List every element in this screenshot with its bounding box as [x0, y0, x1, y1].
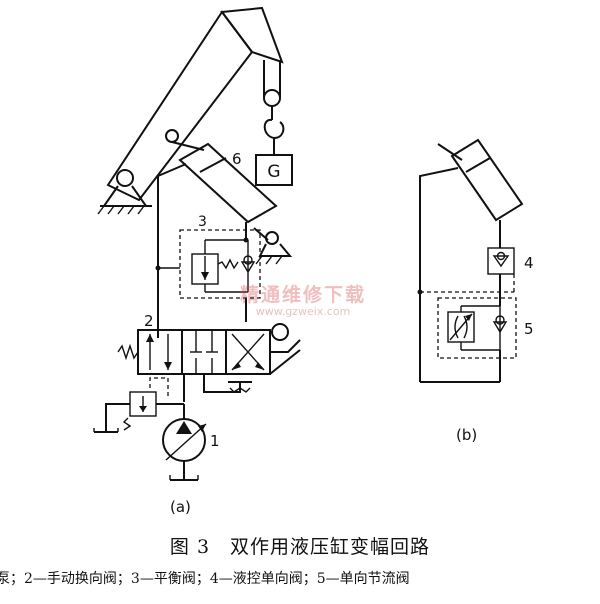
- balance-valve-3: 3: [155, 214, 261, 322]
- watermark-name: 精通维修下载: [239, 284, 366, 306]
- boom-mid-pin: [165, 129, 179, 143]
- label-3: 3: [198, 214, 207, 230]
- label-4: 4: [524, 254, 534, 272]
- luffing-cylinder-6: 6: [171, 141, 293, 265]
- sub-label-b: (b): [456, 426, 477, 444]
- pilot-check-valve-4: 4: [417, 247, 534, 295]
- manual-directional-valve-2: 2: [117, 312, 301, 375]
- watermark: 精通维修下载 www.gzweix.com: [228, 280, 378, 318]
- cylinder-pipes: [157, 163, 247, 338]
- label-1: 1: [210, 432, 220, 450]
- load-weight: [255, 154, 293, 186]
- cylinder-base-pin: [265, 231, 279, 245]
- load-label: G: [267, 162, 280, 182]
- label-2: 2: [144, 312, 154, 330]
- boom-base-support: [97, 185, 152, 215]
- cylinder-b: [419, 138, 524, 382]
- boom-pivot-pin: [116, 169, 134, 187]
- watermark-url: www.gzweix.com: [255, 305, 351, 318]
- label-6: 6: [232, 150, 242, 168]
- sub-label-a: (a): [170, 498, 191, 516]
- figure-title: 图 3 双作用液压缸变幅回路: [169, 536, 431, 558]
- hook-and-load: G: [255, 106, 293, 186]
- label-5: 5: [524, 320, 534, 338]
- one-way-throttle-valve-5: 5: [420, 292, 534, 383]
- figure-legend: 泵；2—手动换向阀；3—平衡阀；4—液控单向阀；5—单向节流阀: [0, 571, 410, 587]
- pump-and-relief: 1: [93, 374, 252, 481]
- pulley: [263, 89, 281, 107]
- valve-hand-lever-knob: [271, 323, 289, 341]
